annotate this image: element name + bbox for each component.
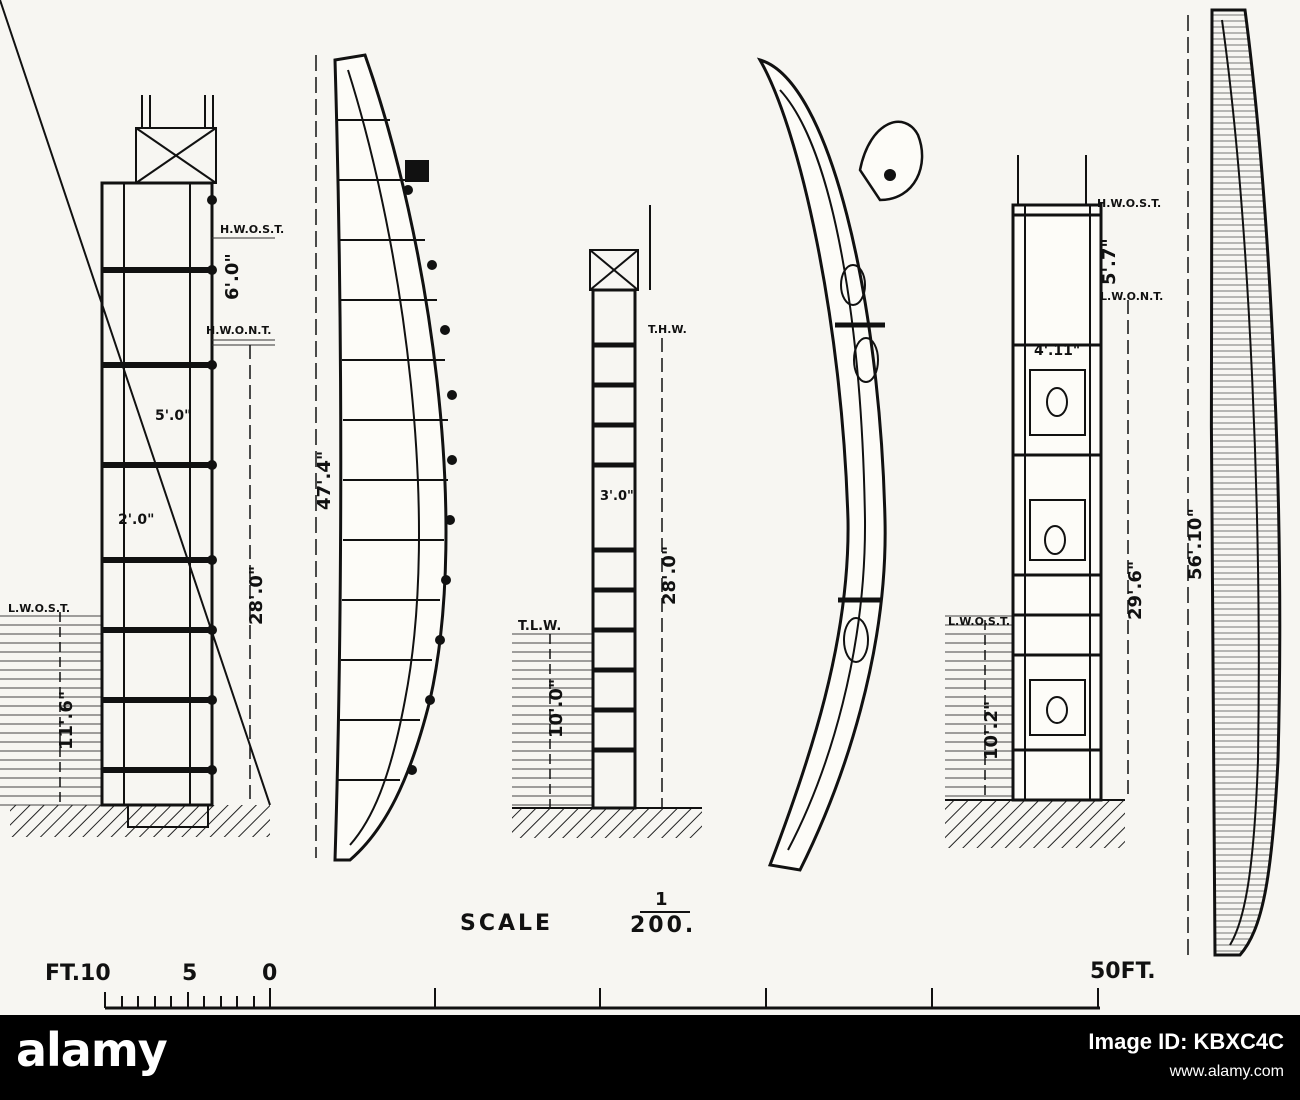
label-hwont-1: H.W.O.N.T. — [206, 324, 271, 337]
ruler-label-5: 5 — [182, 961, 200, 986]
scale-label: SCALE — [460, 911, 553, 936]
caisson-rungs — [593, 342, 635, 753]
arch-outer — [756, 57, 887, 872]
arch-openings — [840, 264, 879, 663]
label-lwost-5: L.W.O.S.T. — [948, 615, 1010, 628]
engineering-drawing: H.W.O.S.T. H.W.O.N.T. L.W.O.S.T. 6'.0" 5… — [0, 0, 1300, 1015]
section-2-curved-gate: 47'.4" — [314, 53, 457, 862]
dim-3-0-3: 3'.0" — [600, 489, 634, 504]
section-5-caisson: H.W.O.S.T. L.W.O.N.T. L.W.O.S.T. 5'.7" 4… — [945, 155, 1163, 848]
gate-rivets — [403, 185, 457, 775]
dim-2-0-1: 2'.0" — [118, 512, 154, 528]
dim-5-7-5: 5'.7" — [1099, 238, 1120, 285]
dim-56-10: 56'.10" — [1185, 508, 1206, 580]
label-hwost-5: H.W.O.S.T. — [1097, 197, 1161, 210]
dim-5-0-1: 5'.0" — [155, 408, 191, 424]
dim-11-6-1: 11'.6" — [56, 691, 77, 750]
ruler-label-ft10: FT.10 — [45, 961, 111, 986]
ruler-label-50ft: 50FT. — [1090, 959, 1156, 984]
caisson5-body — [1011, 203, 1103, 802]
label-lwost-1: L.W.O.S.T. — [8, 602, 70, 615]
section-3-caisson: T.H.W. T.L.W. 3'.0" 28'.0" 10'.0" — [512, 205, 702, 838]
seabed-line-left — [0, 0, 271, 806]
frame-foot — [127, 804, 209, 828]
dim-4-11-5: 4'.11" — [1034, 343, 1080, 359]
frame-outer — [100, 181, 214, 807]
arch-inner — [779, 89, 867, 851]
dim-28-0-3: 28'.0" — [659, 546, 680, 605]
dim-10-0-3: 10'.0" — [546, 679, 567, 738]
caisson5-crossbars — [1013, 213, 1101, 752]
dim-29-6-5: 29'.6" — [1125, 561, 1146, 620]
water-level-lines — [212, 237, 275, 346]
label-tlw: T.L.W. — [518, 619, 561, 634]
section-1-frame: H.W.O.S.T. H.W.O.N.T. L.W.O.S.T. 6'.0" 5… — [0, 0, 284, 837]
seabed-left — [10, 805, 270, 837]
label-lwont-5: L.W.O.N.T. — [1100, 290, 1163, 303]
arch-hinge — [858, 120, 924, 202]
lattice-outline — [1209, 8, 1282, 957]
caisson-top — [589, 205, 651, 291]
image-id-text: Image ID: KBXC4C — [1088, 1029, 1284, 1054]
ruler-ticks — [104, 988, 1099, 1008]
scale-denominator: 200. — [630, 913, 696, 938]
water-zone-right — [945, 615, 1013, 800]
ruler-label-0: 0 — [262, 961, 280, 986]
gate-pivot — [405, 160, 429, 182]
section-4-arched-gate — [756, 57, 924, 872]
gate-inner-curve — [347, 69, 420, 846]
alamy-logo: alamy — [16, 1023, 168, 1077]
watermark-band: alamy Image ID: KBXC4C www.alamy.com — [0, 1015, 1300, 1100]
seabed-right — [945, 800, 1125, 848]
scale-ruler: FT.10 5 0 50FT. — [45, 959, 1156, 1010]
dim-47-4: 47'.4" — [314, 451, 335, 510]
arch-joints — [835, 322, 885, 603]
frame-top-gantry — [135, 95, 217, 184]
arch-hinge-pin — [884, 169, 896, 181]
scale-numerator: 1 — [655, 889, 671, 910]
dim-10-2-5: 10'.2" — [981, 701, 1002, 760]
gate-ribs — [337, 119, 448, 781]
dim-28-0-1: 28'.0" — [246, 566, 267, 625]
seabed-mid — [512, 808, 702, 838]
scale-block: SCALE 1 200. — [460, 889, 696, 938]
frame-crossbars — [102, 267, 212, 773]
caisson5-posts — [1017, 155, 1087, 205]
water-zone-left — [0, 610, 102, 810]
water-zone-mid — [512, 628, 594, 808]
caisson5-openings — [1029, 369, 1086, 736]
label-hwost-1: H.W.O.S.T. — [220, 223, 284, 236]
frame-bolts — [207, 195, 217, 775]
gate-outer-curve — [333, 53, 448, 862]
section-6-lattice-gate: 56'.10" — [1185, 8, 1282, 958]
lattice-inner — [1221, 19, 1260, 946]
site-url-text: www.alamy.com — [1169, 1063, 1284, 1080]
dim-6-0-1: 6'.0" — [222, 253, 243, 300]
label-thw: T.H.W. — [648, 323, 687, 336]
